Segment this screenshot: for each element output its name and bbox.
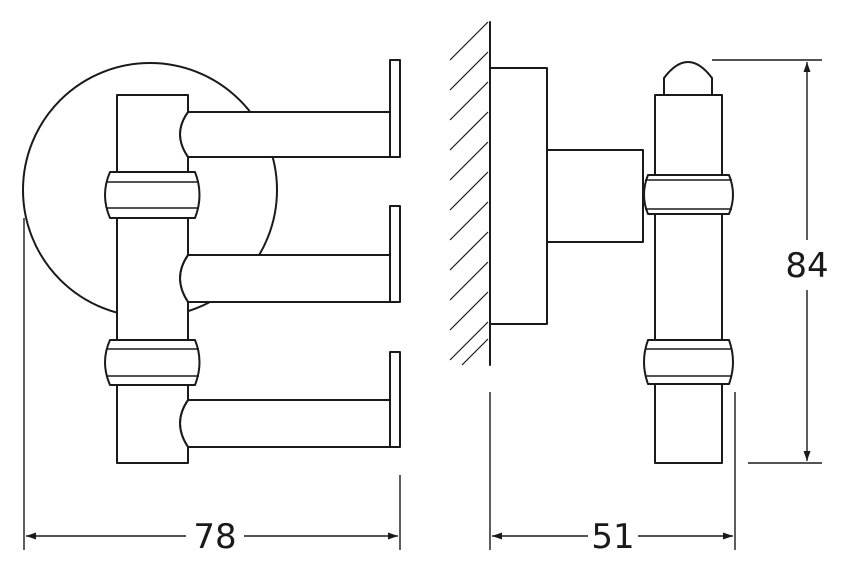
dimension-depth: 51 bbox=[489, 392, 736, 557]
side-view bbox=[449, 21, 734, 464]
dimension-height: 84 bbox=[712, 59, 829, 464]
hook-arm-middle bbox=[179, 205, 401, 303]
dimension-height-label: 84 bbox=[785, 246, 828, 286]
wall-hatching bbox=[449, 21, 491, 366]
post-front bbox=[104, 94, 201, 464]
hook-arm-bottom bbox=[179, 351, 401, 448]
post-side bbox=[643, 61, 734, 464]
connecting-stem bbox=[546, 149, 644, 243]
dimension-width-label: 78 bbox=[193, 517, 236, 557]
dimension-width: 78 bbox=[23, 218, 401, 557]
dimension-depth-label: 51 bbox=[591, 517, 634, 557]
hook-arm-top bbox=[179, 59, 401, 158]
front-view bbox=[22, 59, 401, 464]
mounting-base bbox=[489, 67, 548, 325]
